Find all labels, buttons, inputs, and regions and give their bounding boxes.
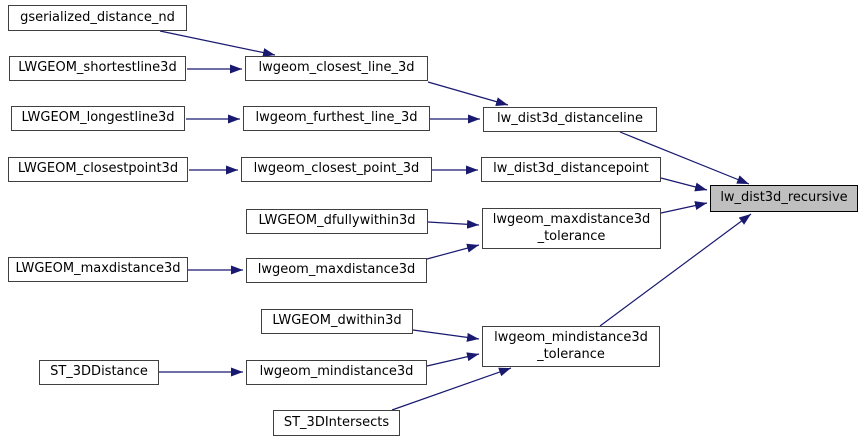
edge-lw_dist3d_distanceline-lw_dist3d_recursive: [619, 131, 750, 185]
node-LWGEOM_maxdistance3d[interactable]: LWGEOM_maxdistance3d: [8, 257, 188, 282]
edge-lwgeom_mindistance3d_tolerance-lw_dist3d_recursive: [599, 213, 752, 327]
node-ST_3DDistance[interactable]: ST_3DDistance: [39, 360, 159, 385]
node-LWGEOM_dwithin3d[interactable]: LWGEOM_dwithin3d: [261, 309, 413, 334]
edge-lwgeom_mindistance3d-lwgeom_mindistance3d_tolerance: [426, 352, 480, 367]
edge-lwgeom_closest_line_3d-lw_dist3d_distanceline: [427, 81, 509, 107]
node-lw_dist3d_distanceline[interactable]: lw_dist3d_distanceline: [483, 107, 657, 132]
node-lwgeom_maxdistance3d_tolerance[interactable]: lwgeom_maxdistance3d _tolerance: [482, 208, 661, 249]
node-LWGEOM_shortestline3d[interactable]: LWGEOM_shortestline3d: [9, 56, 186, 81]
edge-LWGEOM_dwithin3d-lwgeom_mindistance3d_tolerance: [412, 329, 480, 342]
edge-lw_dist3d_distancepoint-lw_dist3d_recursive: [660, 177, 708, 192]
edge-lwgeom_maxdistance3d_tolerance-lw_dist3d_recursive: [660, 201, 708, 214]
edge-LWGEOM_dfullywithin3d-lwgeom_maxdistance3d_tolerance: [427, 219, 480, 229]
node-gserialized_distance_nd[interactable]: gserialized_distance_nd: [8, 5, 187, 31]
node-lwgeom_furthest_line_3d[interactable]: lwgeom_furthest_line_3d: [243, 106, 430, 131]
node-LWGEOM_closestpoint3d[interactable]: LWGEOM_closestpoint3d: [8, 157, 188, 182]
node-lw_dist3d_recursive: lw_dist3d_recursive: [710, 185, 858, 212]
node-LWGEOM_longestline3d[interactable]: LWGEOM_longestline3d: [11, 106, 185, 131]
node-lwgeom_closest_line_3d[interactable]: lwgeom_closest_line_3d: [245, 56, 428, 81]
node-lwgeom_mindistance3d_tolerance[interactable]: lwgeom_mindistance3d _tolerance: [482, 326, 660, 367]
node-LWGEOM_dfullywithin3d[interactable]: LWGEOM_dfullywithin3d: [246, 209, 428, 234]
node-ST_3DIntersects[interactable]: ST_3DIntersects: [273, 410, 400, 436]
node-lw_dist3d_distancepoint[interactable]: lw_dist3d_distancepoint: [481, 157, 661, 182]
node-lwgeom_mindistance3d[interactable]: lwgeom_mindistance3d: [246, 360, 427, 385]
edge-gserialized_distance_nd-lwgeom_closest_line_3d: [159, 30, 276, 57]
node-lwgeom_closest_point_3d[interactable]: lwgeom_closest_point_3d: [241, 157, 432, 182]
edge-ST_3DIntersects-lwgeom_mindistance3d_tolerance: [391, 367, 512, 411]
node-lwgeom_maxdistance3d[interactable]: lwgeom_maxdistance3d: [246, 258, 427, 283]
edge-lwgeom_maxdistance3d-lwgeom_maxdistance3d_tolerance: [426, 243, 480, 260]
